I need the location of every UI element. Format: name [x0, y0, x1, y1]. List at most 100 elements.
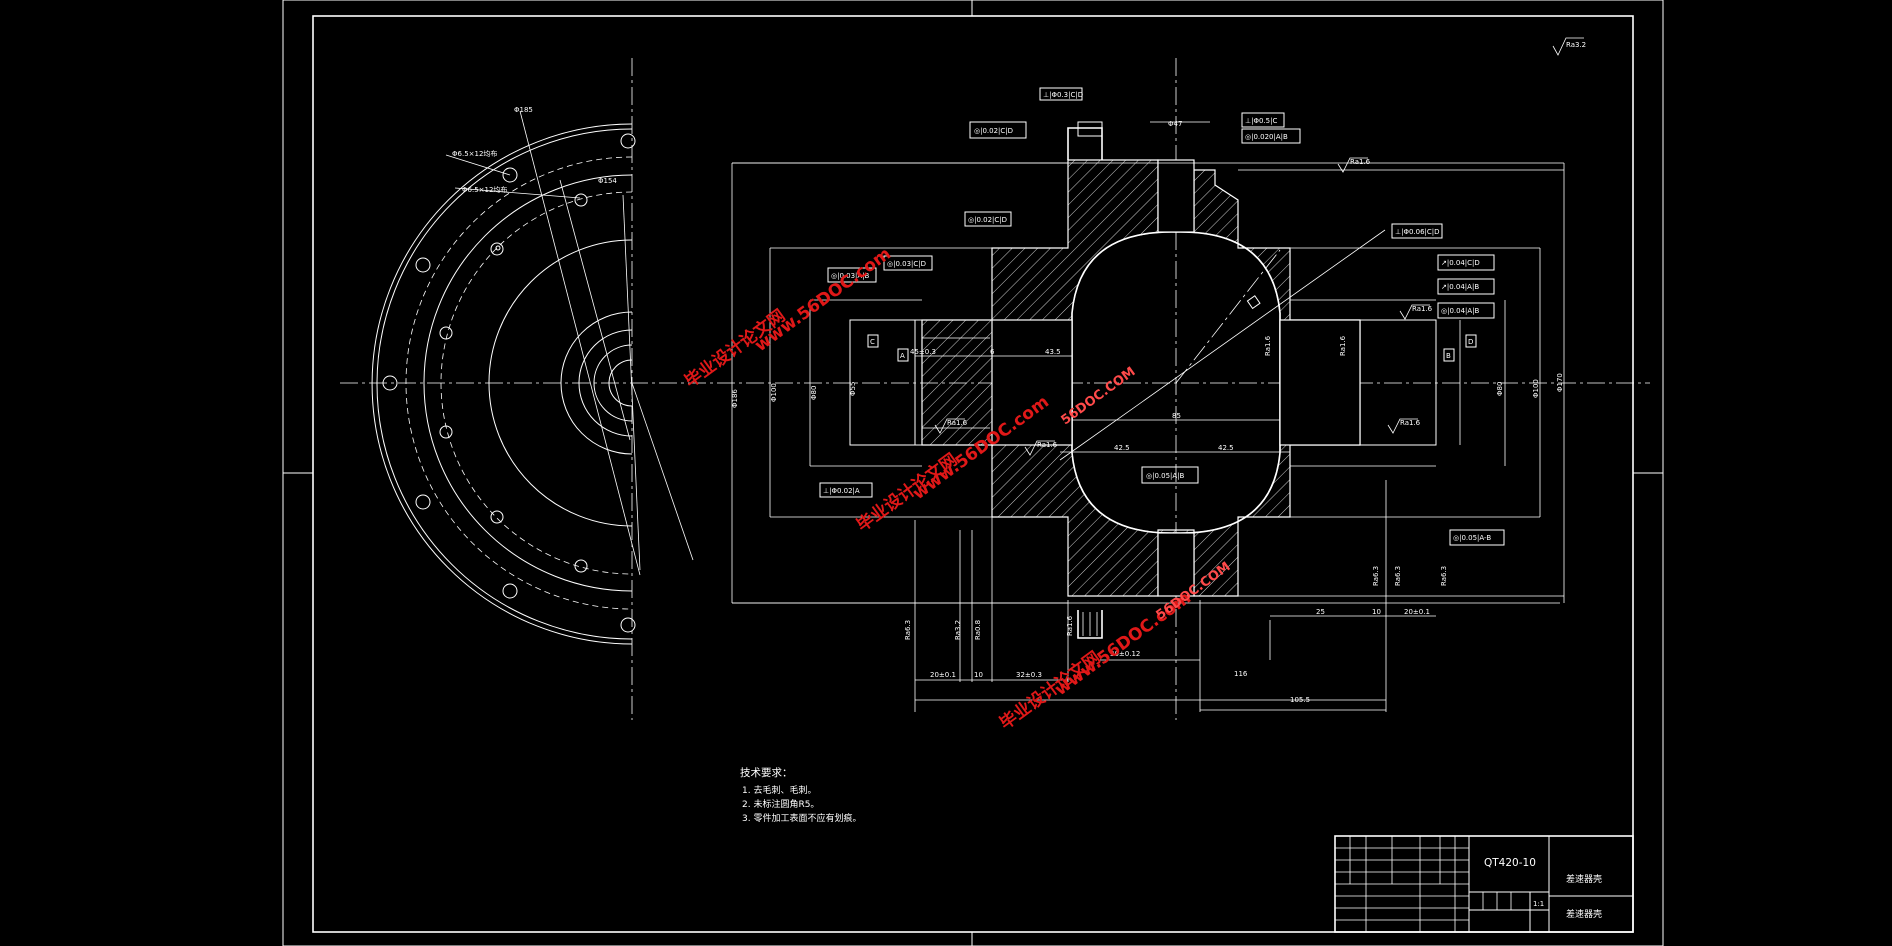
- outer-border: [282, 0, 1664, 946]
- flange-outer-arc-2: [376, 128, 633, 640]
- gdt-frame-12: ◎|0.05|A-B: [1449, 529, 1505, 546]
- gdt-frames: ⊥|Φ0.3|C|D ◎|0.02|C|D ◎|0.02|C|D ◎|0.03|…: [819, 87, 1505, 546]
- svg-text:Ra1.6: Ra1.6: [1339, 335, 1347, 356]
- gdt-frame-11: ⊥|Φ0.06|C|D: [1391, 223, 1443, 239]
- gdt-frame-13: ⊥|Φ0.5|C: [1241, 112, 1285, 128]
- svg-text:Φ170: Φ170: [1556, 373, 1564, 392]
- svg-text:Φ55: Φ55: [849, 382, 857, 396]
- svg-text:Ra1.6: Ra1.6: [1264, 335, 1272, 356]
- svg-text:Ra1.6: Ra1.6: [1066, 615, 1074, 636]
- gdt-frame-4: ◎|0.03|C|D: [883, 255, 933, 271]
- holes-leader-a: [445, 154, 511, 176]
- flange-mid-arc: [423, 174, 633, 592]
- holes-leader-b: [454, 187, 581, 199]
- gdt-frame-9: ↗|0.04|A|B: [1437, 278, 1495, 295]
- gdt-frame-3: ◎|0.02|C|D: [964, 211, 1012, 227]
- dim-10: 10: [974, 671, 983, 679]
- material-text: QT420-10: [1484, 857, 1536, 869]
- flange-outer-arc: [371, 123, 633, 645]
- diagonal-centerline: [1175, 249, 1281, 384]
- bottom-dimension-chain: 20±0.1 10 32±0.3 30±0.12 116 105.5 25 10…: [914, 480, 1436, 712]
- roughness-1: Ra1.6: [934, 418, 968, 434]
- svg-text:Φ186: Φ186: [731, 389, 739, 408]
- svg-text:Ra6.3: Ra6.3: [904, 620, 912, 640]
- roughness-14: Ra6.3: [1440, 566, 1448, 586]
- svg-text:⊥|Φ0.06|C|D: ⊥|Φ0.06|C|D: [1395, 228, 1440, 236]
- gdt-frame-10: ◎|0.04|A|B: [1437, 302, 1495, 319]
- radial-leader-1: [622, 194, 641, 571]
- roughness-8: Ra0.8: [974, 620, 982, 640]
- roughness-7: Ra3.2: [954, 620, 962, 640]
- dimension-extension-lines: [731, 162, 1565, 604]
- svg-text:◎|0.03|A|B: ◎|0.03|A|B: [831, 272, 870, 280]
- right-bore: [1279, 319, 1361, 446]
- dim-20b: 20±0.1: [1404, 608, 1430, 616]
- dim-dia47: Φ47: [1168, 120, 1182, 128]
- gdt-frame-1: ⊥|Φ0.3|C|D: [1039, 87, 1083, 101]
- tech-req-item-3: 3. 零件加工表面不应有划痕。: [742, 812, 861, 824]
- svg-text:◎|0.02|C|D: ◎|0.02|C|D: [968, 216, 1007, 224]
- roughness-3: Ra1.6: [1337, 157, 1371, 173]
- svg-text:◎|0.02|C|D: ◎|0.02|C|D: [974, 127, 1013, 135]
- title-block-grid: [1335, 836, 1512, 932]
- gdt-frame-2: ◎|0.02|C|D: [969, 121, 1027, 139]
- svg-text:Ra0.8: Ra0.8: [974, 620, 982, 640]
- dim-32: 32±0.3: [1016, 671, 1042, 679]
- svg-text:Ra6.3: Ra6.3: [1440, 566, 1448, 586]
- datum-d: D: [1468, 338, 1473, 346]
- gdt-frame-7: ◎|0.05|A|B: [1141, 466, 1199, 484]
- left-bore: [991, 319, 1073, 446]
- datum-d-box: [1465, 334, 1477, 348]
- dim-116: 116: [1234, 670, 1248, 678]
- datum-a: A: [900, 352, 905, 360]
- flange-left-view: Φ185 Φ154 Φ6.5×12均布 Φ6.5×12均布: [371, 58, 694, 720]
- roughness-11: Ra1.6: [1339, 335, 1347, 356]
- svg-text:Ra1.6: Ra1.6: [1350, 158, 1371, 166]
- roughness-10: Ra1.6: [1264, 335, 1272, 356]
- svg-text:Φ80: Φ80: [810, 386, 818, 400]
- bolt-circle-inner: [440, 191, 633, 575]
- datum-c-box: [867, 334, 879, 348]
- diagonal-leader: [1059, 229, 1386, 461]
- gdt-frame-5: ◎|0.03|A|B: [827, 267, 877, 283]
- dim-30: 30±0.12: [1110, 650, 1140, 658]
- top-pin-bore: [1157, 159, 1195, 233]
- inner-bolt-holes: [439, 193, 588, 573]
- inner-border: [312, 15, 1634, 933]
- svg-text:Ra1.6: Ra1.6: [1037, 441, 1058, 449]
- dim-85: 85: [1172, 412, 1181, 420]
- datum-a-box: [897, 348, 909, 362]
- dim-10b: 10: [1372, 608, 1381, 616]
- roughness-2: Ra1.6: [1024, 440, 1058, 456]
- dim-25: 25: [1316, 608, 1325, 616]
- svg-text:Φ100: Φ100: [1532, 379, 1540, 398]
- dim-435: 43.5: [1045, 348, 1061, 356]
- datum-b: B: [1446, 352, 1451, 360]
- diameter-labels: Φ186 Φ100 Φ80 Φ55 Φ100 Φ170 Φ80: [731, 373, 1564, 408]
- dim-holes-b: Φ6.5×12均布: [462, 185, 507, 194]
- dim-105: 105.5: [1290, 696, 1310, 704]
- svg-text:Ra6.3: Ra6.3: [1394, 566, 1402, 586]
- roughness-4: Ra1.6: [1387, 418, 1421, 434]
- svg-text:Φ80: Φ80: [1496, 382, 1504, 396]
- bottom-pin-bore: [1157, 532, 1195, 597]
- left-shaft-outline: [849, 319, 922, 446]
- svg-text:Ra1.6: Ra1.6: [1412, 305, 1433, 313]
- tech-req-heading: 技术要求：: [740, 766, 793, 779]
- datum-markers: C A B D: [867, 295, 1477, 362]
- svg-text:◎|0.05|A-B: ◎|0.05|A-B: [1453, 534, 1491, 542]
- svg-text:⊥|Φ0.3|C|D: ⊥|Φ0.3|C|D: [1043, 91, 1083, 99]
- flange-bottom-boss: [1077, 610, 1103, 639]
- svg-text:◎|0.05|A|B: ◎|0.05|A|B: [1146, 472, 1185, 480]
- roughness-symbols: Ra1.6 Ra1.6 Ra1.6 Ra1.6 Ra1.6 Ra6.3 Ra3.…: [904, 157, 1448, 640]
- datum-diag-box: [1246, 295, 1261, 310]
- dim-dia185: Φ185: [514, 106, 533, 114]
- dim-dia154: Φ154: [598, 177, 617, 185]
- tech-requirements: 技术要求： 1. 去毛刺、毛刺。 2. 未标注圆角R5。 3. 零件加工表面不应…: [740, 766, 861, 824]
- svg-text:Ra6.3: Ra6.3: [1372, 566, 1380, 586]
- tech-req-item-2: 2. 未标注圆角R5。: [742, 798, 819, 810]
- dim-42a: 42.5: [1114, 444, 1130, 452]
- dim-20a: 20±0.1: [930, 671, 956, 679]
- roughness-5: Ra1.6: [1399, 304, 1433, 320]
